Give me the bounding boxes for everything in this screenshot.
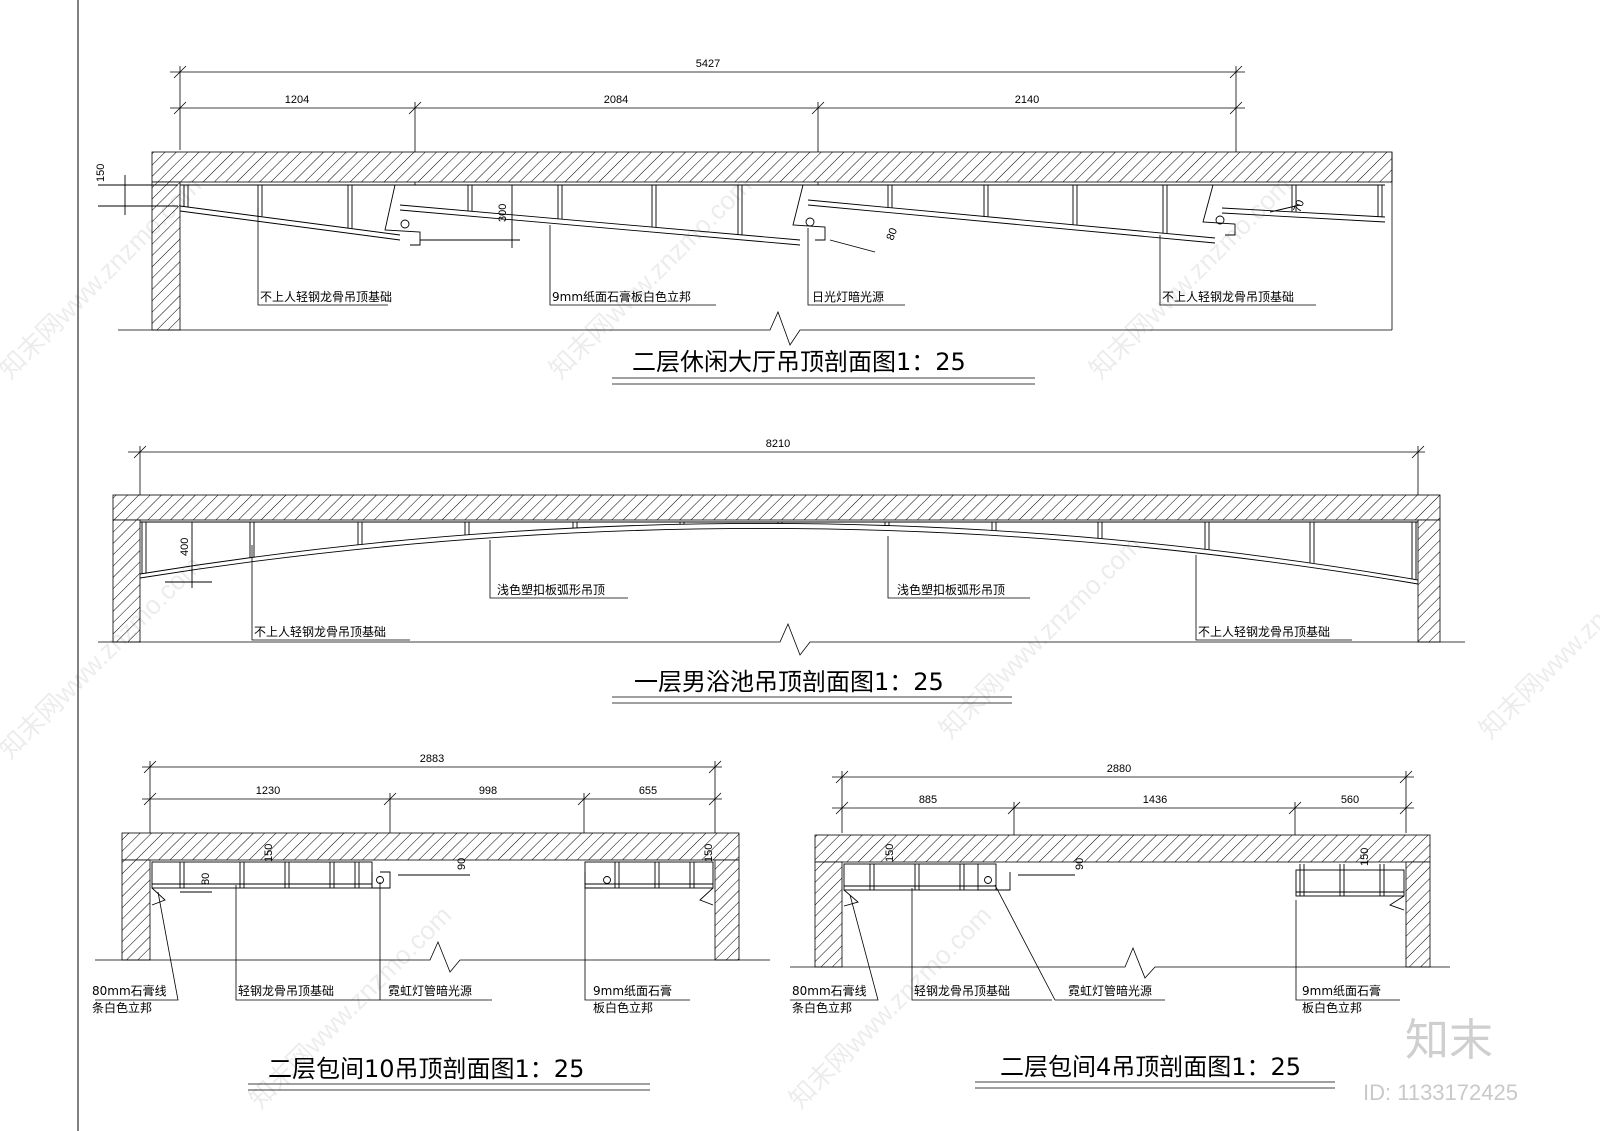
left-wall — [814, 861, 843, 968]
section-lounge-ceiling: 5427 1204 2084 2140 150 300 80 — [95, 58, 1393, 385]
dim-total: 2880 — [1107, 763, 1131, 775]
dim-span-3: 560 — [1341, 794, 1359, 806]
label-keel-base-left: 不上人轻钢龙骨吊顶基础 — [260, 290, 392, 304]
section-title-room4: 二层包间4吊顶剖面图1：25 — [1000, 1053, 1301, 1081]
dim-span-1: 885 — [919, 794, 937, 806]
dim-span-3: 2140 — [1015, 94, 1039, 106]
watermark-text: 知末网www.znzmo.com — [0, 550, 207, 764]
left-wall — [151, 181, 181, 331]
break-line — [790, 946, 1450, 979]
watermark-text: 知末网www.znzmo.com — [1083, 170, 1297, 384]
label-gypsum-board: 9mm纸面石膏板白色立邦 — [552, 289, 691, 304]
watermark-text: 知末网www.znzmo.com — [1473, 530, 1600, 744]
left-wall — [121, 859, 151, 961]
break-line — [118, 310, 1392, 346]
label-arc-panel-right: 浅色塑扣板弧形吊顶 — [897, 582, 1005, 597]
section-bath-ceiling: 8210 400 浅色塑扣板弧形吊顶 浅色塑扣板弧形吊顶 不上人轻钢龙骨吊顶基础… — [98, 438, 1465, 704]
label-gypsum-board-2: 板白色立邦 — [1302, 1000, 1362, 1015]
dim-80: 80 — [200, 873, 212, 885]
right-wall — [1417, 519, 1441, 643]
dim-total: 2883 — [420, 753, 444, 765]
label-keel-base: 轻钢龙骨吊顶基础 — [238, 984, 334, 998]
concrete-slab — [151, 151, 1393, 183]
right-wall — [1405, 861, 1431, 968]
dim-150-right: 150 — [1359, 848, 1371, 866]
section-title-bath: 一层男浴池吊顶剖面图1：25 — [634, 668, 944, 696]
dim-span-3: 655 — [639, 785, 657, 797]
dim-span-2: 2084 — [604, 94, 628, 106]
label-keel-base-right: 不上人轻钢龙骨吊顶基础 — [1198, 625, 1330, 639]
section-room10-ceiling: 2883 1230 998 655 150 80 90 150 — [92, 753, 770, 1091]
dim-80: 80 — [885, 226, 900, 242]
dim-total: 5427 — [696, 58, 720, 70]
break-line — [95, 940, 770, 973]
right-wall — [714, 859, 740, 961]
dim-400: 400 — [179, 538, 191, 556]
concrete-slab — [112, 494, 1441, 521]
break-line — [98, 622, 1465, 656]
label-keel-base: 轻钢龙骨吊顶基础 — [914, 984, 1010, 998]
watermark-text: 知末网www.znzmo.com — [933, 530, 1147, 744]
concrete-slab — [121, 832, 740, 861]
label-keel-base-left: 不上人轻钢龙骨吊顶基础 — [254, 625, 386, 639]
dim-70: 70 — [1292, 198, 1307, 214]
dim-300: 300 — [497, 204, 509, 222]
label-gypsum-line-2: 条白色立邦 — [792, 1000, 852, 1015]
dim-span-1: 1230 — [256, 785, 280, 797]
section-title-room10: 二层包间10吊顶剖面图1：25 — [268, 1055, 584, 1083]
label-gypsum-line-1: 80mm石膏线 — [792, 983, 867, 998]
dim-90: 90 — [1074, 858, 1086, 870]
label-gypsum-board-1: 9mm纸面石膏 — [593, 983, 672, 998]
label-arc-panel-left: 浅色塑扣板弧形吊顶 — [497, 582, 605, 597]
section-title-lounge: 二层休闲大厅吊顶剖面图1：25 — [632, 348, 966, 376]
dim-span-2: 998 — [479, 785, 497, 797]
dim-150-left: 150 — [884, 844, 896, 862]
label-gypsum-board-1: 9mm纸面石膏 — [1302, 983, 1381, 998]
section-room4-ceiling: 2880 885 1436 560 150 90 150 80mm — [790, 763, 1450, 1089]
concrete-slab — [814, 834, 1431, 863]
brand-id: ID: 1133172425 — [1363, 1080, 1518, 1105]
dim-90: 90 — [456, 858, 468, 870]
label-neon-light: 霓虹灯管暗光源 — [388, 983, 472, 998]
label-neon-light: 霓虹灯管暗光源 — [1068, 983, 1152, 998]
dim-total: 8210 — [766, 438, 790, 450]
label-gypsum-line-2: 条白色立邦 — [92, 1000, 152, 1015]
dim-150-left: 150 — [263, 844, 275, 862]
dim-span-1: 1204 — [285, 94, 309, 106]
dim-150: 150 — [95, 164, 107, 182]
dim-150-right: 150 — [703, 844, 715, 862]
label-fluorescent-light: 日光灯暗光源 — [812, 289, 884, 304]
label-gypsum-board-2: 板白色立邦 — [593, 1000, 653, 1015]
label-gypsum-line-1: 80mm石膏线 — [92, 983, 167, 998]
label-keel-base-right: 不上人轻钢龙骨吊顶基础 — [1162, 290, 1294, 304]
brand-logo: 知末 — [1405, 1015, 1493, 1066]
dim-span-2: 1436 — [1143, 794, 1167, 806]
